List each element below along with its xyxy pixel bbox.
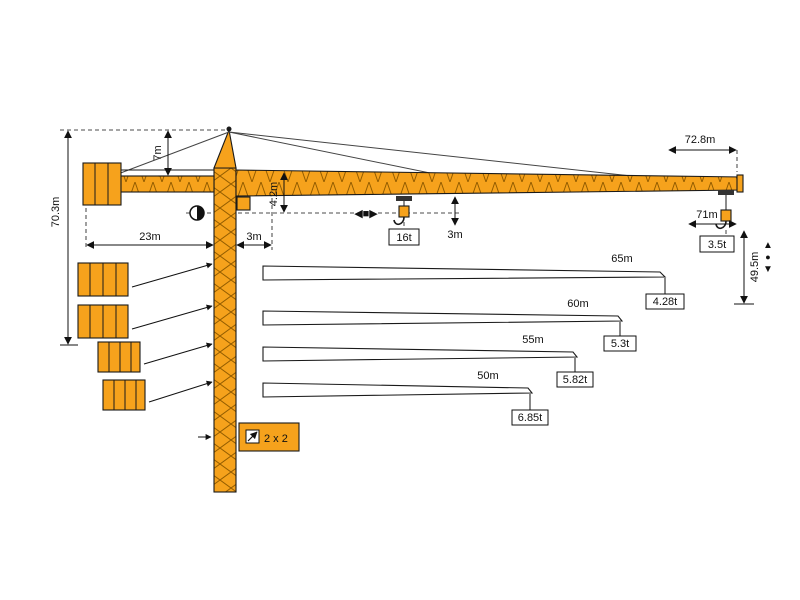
ballast-row-4 [102,379,213,411]
jib [235,169,744,197]
hoist-down-icon: ▼ [763,264,773,275]
tip-hook-block [720,209,732,222]
dim-jib-depth: 4.2m [268,172,288,213]
slewing-icon [189,205,205,221]
min-radius-label: 3m [246,231,261,243]
counterweight [82,162,122,206]
tip-trolley [718,190,734,195]
jib-variant-length-label: 60m [567,298,588,310]
operator-cab [236,196,251,211]
dim-total-height: 70.3m [50,129,230,346]
jib-variant-60m: 60m 5.3t [262,298,637,352]
jib-variant-length-label: 50m [477,370,498,382]
label-max-capacity: 16t [388,222,420,246]
jib-variant-65m: 65m 4.28t [262,253,685,310]
mast-section-callout: 2 x 2 [198,422,300,452]
trolley-travel-icon: ◀■▶ [354,208,378,220]
jib-variant-bar [262,382,534,398]
mast [213,167,237,493]
dim-capacity-offset: 3m [447,196,463,241]
counter-jib-length-label: 23m [139,231,160,243]
jib-variant-load-label: 4.28t [653,296,677,308]
trolley-hook-16t [393,196,412,226]
dim-min-radius: 3m [236,198,273,250]
jib-variant-load-label: 5.82t [563,374,587,386]
jib-tip-cap [736,174,744,193]
dim-counter-jib: 23m [85,208,214,250]
label-tip-capacity: 3.5t [699,230,735,253]
tower-head-height-label: 7m [152,145,164,160]
dim-tip-radius: 71m [688,209,737,228]
ballast-row-2 [77,304,213,339]
hoist-direction-icon: ▲ ● ▼ [763,240,773,275]
ballast-row-3 [97,341,213,373]
tower-head [213,126,237,169]
total-height-label: 70.3m [50,197,62,228]
tip-hook [715,190,734,230]
jib-variant-bar [262,265,667,281]
trolley [396,196,412,201]
jib-variant-50m: 50m 6.85t [262,370,549,426]
dim-jib-length: 72.8m [668,134,738,172]
tip-capacity-label: 3.5t [708,239,726,251]
jib-variant-length-label: 65m [611,253,632,265]
tip-radius-label: 71m [696,209,717,221]
jib-length-label: 72.8m [685,134,716,146]
hook-icon [393,216,405,226]
jib-variant-load-label: 6.85t [518,412,542,424]
jib-depth-label: 4.2m [268,182,280,206]
hook-block [398,205,410,218]
dim-hook-height: 49.5m [734,230,761,305]
apex-pulley [226,126,232,132]
jib-variant-load-label: 5.3t [611,338,629,350]
section-icon-arrow [247,431,258,442]
hoist-center-icon: ● [765,252,770,262]
jib-variant-length-label: 55m [522,334,543,346]
jib-variant-55m: 55m 5.82t [262,334,594,388]
hoist-up-icon: ▲ [763,240,773,251]
ballast-row-1 [77,262,213,297]
mast-section-label: 2 x 2 [264,433,288,445]
hook-height-label: 49.5m [749,252,761,283]
tip-hook-icon [715,220,727,230]
jib-variant-bar [262,346,579,362]
dim-tower-head: 7m [152,130,196,177]
jib-variant-bar [262,310,624,326]
tie-rods [109,131,651,179]
capacity-offset-label: 3m [447,229,462,241]
max-capacity-label: 16t [396,232,411,244]
